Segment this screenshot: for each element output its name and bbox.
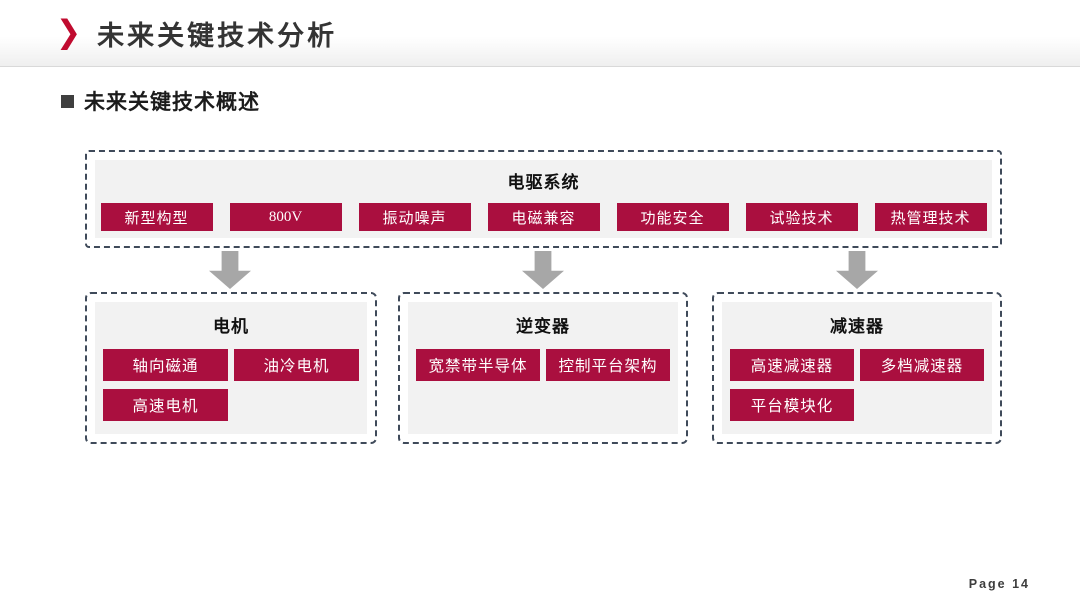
tech-chip: 新型构型 xyxy=(100,203,213,231)
tech-chip: 宽禁带半导体 xyxy=(416,349,540,381)
motor-chip-grid: 轴向磁通 油冷电机 高速电机 xyxy=(103,349,359,421)
system-panel: 电驱系统 新型构型 800V 振动噪声 电磁兼容 功能安全 试验技术 热管理技术 xyxy=(95,160,992,238)
reducer-group-box: 减速器 高速减速器 多档减速器 平台模块化 xyxy=(712,292,1002,444)
tech-chip: 振动噪声 xyxy=(358,203,471,231)
motor-group-box: 电机 轴向磁通 油冷电机 高速电机 xyxy=(85,292,377,444)
inverter-chip-grid: 宽禁带半导体 控制平台架构 xyxy=(416,349,670,381)
reducer-title: 减速器 xyxy=(830,317,884,336)
down-arrow-icon xyxy=(209,251,251,289)
square-bullet-icon xyxy=(61,94,74,108)
tech-chip: 平台模块化 xyxy=(730,389,854,421)
reducer-chip-grid: 高速减速器 多档减速器 平台模块化 xyxy=(730,349,984,421)
reducer-panel: 减速器 高速减速器 多档减速器 平台模块化 xyxy=(722,302,992,434)
inverter-panel: 逆变器 宽禁带半导体 控制平台架构 xyxy=(408,302,678,434)
tech-chip: 试验技术 xyxy=(745,203,858,231)
down-arrow-icon xyxy=(836,251,878,289)
page-title: 未来关键技术分析 xyxy=(97,20,338,51)
tech-chip: 功能安全 xyxy=(616,203,729,231)
chevron-right-icon: ❯ xyxy=(56,15,82,50)
system-title: 电驱系统 xyxy=(507,173,580,192)
page-number: Page 14 xyxy=(968,577,1030,591)
system-group-box: 电驱系统 新型构型 800V 振动噪声 电磁兼容 功能安全 试验技术 热管理技术 xyxy=(85,150,1002,248)
motor-panel: 电机 轴向磁通 油冷电机 高速电机 xyxy=(95,302,367,434)
tech-chip: 高速电机 xyxy=(103,389,228,421)
section-title: 未来关键技术概述 xyxy=(84,91,260,114)
tech-chip: 多档减速器 xyxy=(860,349,984,381)
section-heading: 未来关键技术概述 xyxy=(61,86,260,116)
slide-header: ❯ 未来关键技术分析 xyxy=(0,0,1080,67)
tech-chip: 油冷电机 xyxy=(234,349,359,381)
down-arrow-icon xyxy=(522,251,564,289)
tech-chip: 热管理技术 xyxy=(874,203,987,231)
tech-chip: 高速减速器 xyxy=(730,349,854,381)
system-chip-row: 新型构型 800V 振动噪声 电磁兼容 功能安全 试验技术 热管理技术 xyxy=(95,203,992,231)
tech-chip: 轴向磁通 xyxy=(103,349,228,381)
tech-chip: 电磁兼容 xyxy=(487,203,600,231)
tech-chip: 控制平台架构 xyxy=(546,349,670,381)
inverter-group-box: 逆变器 宽禁带半导体 控制平台架构 xyxy=(398,292,688,444)
motor-title: 电机 xyxy=(213,317,249,336)
inverter-title: 逆变器 xyxy=(516,317,570,336)
tech-chip: 800V xyxy=(229,203,342,231)
